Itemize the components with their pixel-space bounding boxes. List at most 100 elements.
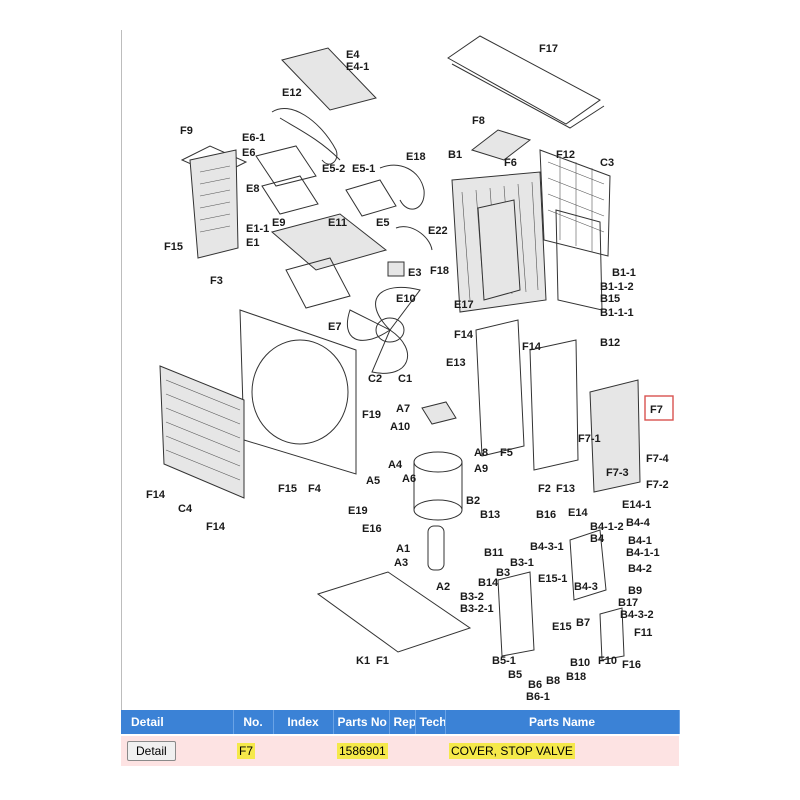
cell-parts-no: 1586901 xyxy=(333,734,389,766)
part-e13 xyxy=(475,319,525,457)
part-f7 xyxy=(589,379,641,493)
svg-text:A10: A10 xyxy=(390,421,410,433)
svg-text:A2: A2 xyxy=(436,581,450,593)
part-c4 xyxy=(159,365,245,499)
svg-text:C2: C2 xyxy=(368,373,382,385)
svg-text:E12: E12 xyxy=(282,87,302,99)
svg-text:B16: B16 xyxy=(536,509,556,521)
svg-text:E8: E8 xyxy=(246,183,259,195)
svg-text:B4-3: B4-3 xyxy=(574,581,598,593)
part-e12 xyxy=(271,107,338,165)
svg-text:E5: E5 xyxy=(376,217,389,229)
svg-text:B3: B3 xyxy=(496,567,510,579)
part-e4 xyxy=(281,47,377,111)
svg-text:E5-2: E5-2 xyxy=(322,163,345,175)
part-e1 xyxy=(270,213,388,271)
part-no-highlight: F7 xyxy=(237,743,256,759)
part-e3 xyxy=(387,261,405,277)
column-header-parts-no: Parts No xyxy=(333,710,390,735)
svg-text:E9: E9 xyxy=(272,217,285,229)
svg-text:B4-1-2: B4-1-2 xyxy=(590,521,624,533)
column-header-no: No. xyxy=(233,710,274,735)
svg-text:E17: E17 xyxy=(454,299,474,311)
svg-text:F3: F3 xyxy=(210,275,223,287)
svg-text:B4-1-1: B4-1-1 xyxy=(626,547,660,559)
svg-text:E4: E4 xyxy=(346,49,360,61)
svg-text:B6-1: B6-1 xyxy=(526,691,550,703)
svg-text:F7-1: F7-1 xyxy=(578,433,601,445)
svg-text:A8: A8 xyxy=(474,447,488,459)
svg-text:F14: F14 xyxy=(522,341,542,353)
svg-text:C1: C1 xyxy=(398,373,412,385)
part-e6 xyxy=(255,145,317,187)
column-header-parts-name: Parts Name xyxy=(445,710,680,735)
part-c3 xyxy=(539,149,611,257)
cell-detail: Detail xyxy=(121,734,233,766)
cell-no: F7 xyxy=(233,734,273,766)
svg-text:A4: A4 xyxy=(388,459,403,471)
part-c3-grille xyxy=(547,156,605,252)
svg-text:A5: A5 xyxy=(366,475,380,487)
svg-text:A9: A9 xyxy=(474,463,488,475)
svg-text:F1: F1 xyxy=(376,655,389,667)
cell-rep xyxy=(389,734,415,766)
svg-text:A6: A6 xyxy=(402,473,416,485)
svg-text:B14: B14 xyxy=(478,577,499,589)
column-header-detail: Detail xyxy=(121,710,234,735)
part-a9-compressor xyxy=(413,451,463,521)
table-header-row: Detail No. Index Parts No Rep Tech Parts… xyxy=(121,710,680,735)
svg-text:F9: F9 xyxy=(180,125,193,137)
svg-text:C4: C4 xyxy=(178,503,193,515)
svg-text:F15: F15 xyxy=(278,483,297,495)
part-a7 xyxy=(421,401,457,425)
svg-text:E7: E7 xyxy=(328,321,341,333)
part-f19-ring xyxy=(251,339,349,445)
part-e22 xyxy=(395,226,433,251)
svg-text:E6-1: E6-1 xyxy=(242,132,265,144)
svg-text:A7: A7 xyxy=(396,403,410,415)
svg-text:F2: F2 xyxy=(538,483,551,495)
column-header-tech: Tech xyxy=(415,710,446,735)
svg-text:B17: B17 xyxy=(618,597,638,609)
svg-text:B1: B1 xyxy=(448,149,462,161)
part-a1 xyxy=(427,525,445,571)
svg-text:B12: B12 xyxy=(600,337,620,349)
svg-text:E22: E22 xyxy=(428,225,448,237)
svg-text:B4-1: B4-1 xyxy=(628,535,652,547)
svg-text:E1: E1 xyxy=(246,237,259,249)
svg-text:F10: F10 xyxy=(598,655,617,667)
detail-button[interactable]: Detail xyxy=(127,741,176,761)
svg-text:B11: B11 xyxy=(484,547,504,559)
svg-text:E13: E13 xyxy=(446,357,466,369)
svg-text:E10: E10 xyxy=(396,293,416,305)
parts-name-highlight: COVER, STOP VALVE xyxy=(449,743,575,759)
svg-text:E15-1: E15-1 xyxy=(538,573,567,585)
part-c4-grille xyxy=(165,379,241,481)
svg-text:B5: B5 xyxy=(508,669,522,681)
svg-text:E16: E16 xyxy=(362,523,382,535)
svg-text:F14: F14 xyxy=(146,489,166,501)
part-e18 xyxy=(379,164,425,210)
part-f3 xyxy=(189,149,239,259)
part-b4 xyxy=(569,529,607,601)
svg-text:B3-2-1: B3-2-1 xyxy=(460,603,494,615)
svg-text:F5: F5 xyxy=(500,447,513,459)
highlighted-callout-box[interactable] xyxy=(644,395,674,421)
svg-text:E3: E3 xyxy=(408,267,421,279)
part-e7 xyxy=(285,257,351,309)
part-c1-fan xyxy=(346,286,421,374)
svg-text:E11: E11 xyxy=(328,217,347,229)
svg-text:E19: E19 xyxy=(348,505,368,517)
svg-text:F11: F11 xyxy=(634,627,652,639)
svg-text:E6: E6 xyxy=(242,147,255,159)
svg-text:F14: F14 xyxy=(454,329,474,341)
svg-text:K1: K1 xyxy=(356,655,370,667)
svg-text:B7: B7 xyxy=(576,617,590,629)
svg-text:B4-3-2: B4-3-2 xyxy=(620,609,654,621)
svg-text:B4-3-1: B4-3-1 xyxy=(530,541,564,553)
svg-text:B9: B9 xyxy=(628,585,642,597)
svg-text:F18: F18 xyxy=(430,265,449,277)
